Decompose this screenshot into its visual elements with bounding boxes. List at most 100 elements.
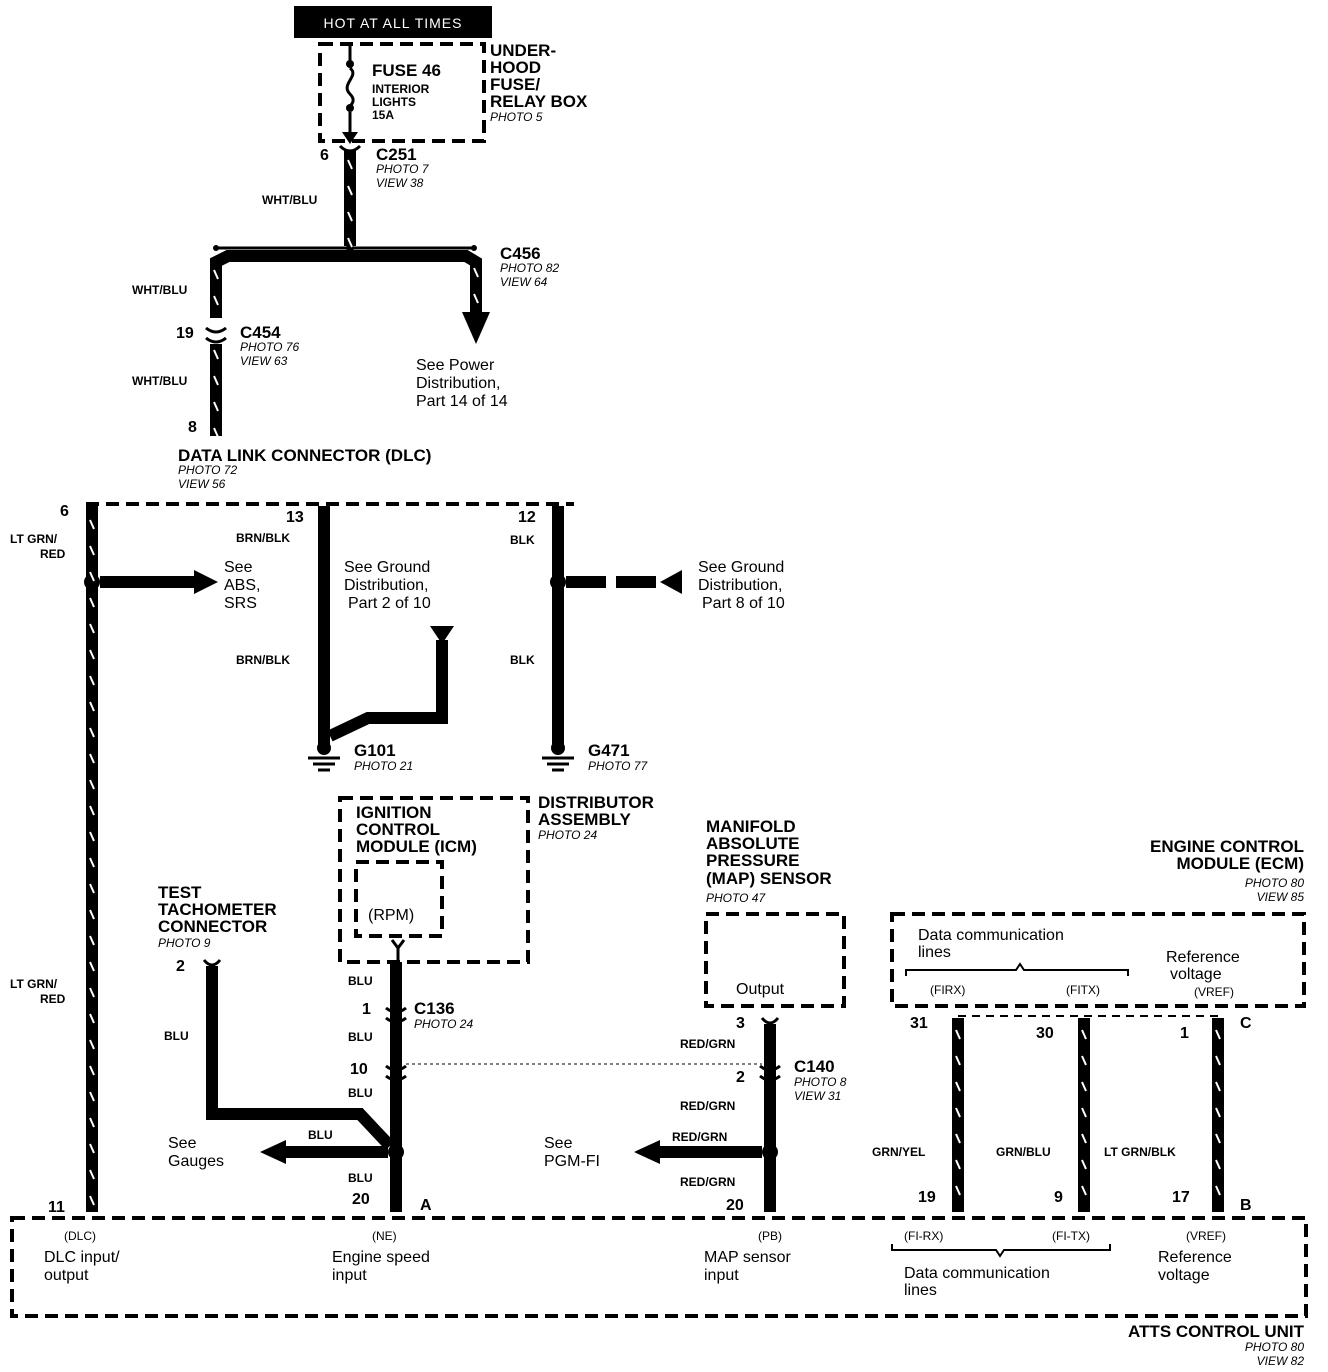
wire-stripe [955, 1133, 961, 1144]
icm-label-3: MODULE (ICM) [356, 837, 477, 856]
dlc-label: DATA LINK CONNECTOR (DLC) [178, 446, 431, 465]
fuse-46-terminal-top [346, 60, 354, 68]
atts-firx-code: (FI-RX) [904, 1229, 943, 1243]
atts-pin-a: A [420, 1197, 432, 1214]
wire-stripe [89, 1117, 95, 1128]
ecm-fitx: (FITX) [1066, 983, 1100, 997]
gnd-ref8-line1: See Ground [698, 559, 784, 576]
wire-stripe [347, 211, 353, 222]
icm-label-1: IGNITION [356, 803, 432, 822]
atts-ne-desc-2: input [332, 1267, 367, 1284]
c140-photo: PHOTO 8 [794, 1075, 847, 1089]
wire-stripe [1215, 1107, 1221, 1118]
dlc-photo: PHOTO 72 [178, 463, 237, 477]
fusebox-name-4: RELAY BOX [490, 92, 588, 111]
wire-stripe [89, 519, 95, 530]
atts-ne-desc-1: Engine speed [332, 1249, 430, 1266]
splice-dot-left [213, 245, 219, 251]
fuse-46-element-icon [345, 66, 355, 108]
wire-stripe [347, 237, 353, 248]
wire-stripe [89, 597, 95, 608]
fusebox-name-3: FUSE/ [490, 75, 540, 94]
g471-ground-icon [542, 756, 574, 772]
atts-fitx-code: (FI-TX) [1052, 1229, 1090, 1243]
wire-stripe [1215, 1081, 1221, 1092]
atts-dlc-desc-1: DLC input/ [44, 1249, 120, 1266]
wire-stripe [89, 1065, 95, 1076]
wht-blu-label-lower: WHT/BLU [132, 374, 187, 388]
c456-label: C456 [500, 244, 541, 263]
grn-yel-label: GRN/YEL [872, 1145, 925, 1159]
wire-stripe [89, 1169, 95, 1180]
atts-pin-19: 19 [918, 1189, 936, 1206]
underhood-fuse-box-outline [318, 42, 486, 143]
atts-pin-20a: 20 [352, 1191, 370, 1208]
atts-dcl-brace [891, 1244, 1111, 1258]
fusebox-photo: PHOTO 5 [490, 110, 543, 124]
blk-label-lower: BLK [510, 653, 535, 667]
blu-label-gauges: BLU [308, 1128, 333, 1142]
ecm-pin-31: 31 [910, 1015, 928, 1032]
icm-output-terminal-icon [390, 939, 406, 962]
wire-stripe [955, 1159, 961, 1170]
dlc-view: VIEW 56 [178, 477, 226, 491]
g471-splice-dot [550, 574, 566, 590]
c136-pin-10: 10 [350, 1061, 368, 1078]
g471-ground-terminal [551, 741, 565, 755]
tach-pin: 2 [176, 958, 185, 975]
atts-pin-9: 9 [1054, 1189, 1063, 1206]
blk-label-upper: BLK [510, 533, 535, 547]
ecm-vref: (VREF) [1194, 985, 1234, 999]
c454-photo: PHOTO 76 [240, 340, 299, 354]
atts-pb-code: (PB) [758, 1229, 782, 1243]
atts-dlc-code: (DLC) [64, 1229, 96, 1243]
pgm-ref-line2: PGM-FI [544, 1153, 600, 1170]
g101-ground-icon [308, 756, 340, 772]
wire-stripe [89, 623, 95, 634]
c140-label: C140 [794, 1057, 835, 1076]
c454-pin: 19 [176, 325, 194, 342]
g471-ground-arrow-icon [660, 570, 682, 594]
atts-pin-11: 11 [48, 1199, 65, 1216]
c454-view: VIEW 63 [240, 354, 288, 368]
abs-splice-dot [84, 574, 100, 590]
dlc-pin-6: 6 [60, 503, 69, 520]
hot-at-all-times-label: HOT AT ALL TIMES [324, 15, 463, 31]
gauges-ref-line1: See [168, 1135, 197, 1152]
tach-label-2: TACHOMETER [158, 900, 277, 919]
fuse-46-sub2: LIGHTS [372, 95, 416, 109]
atts-map-desc-2: input [704, 1267, 739, 1284]
atts-ne-code: (NE) [372, 1229, 397, 1243]
ecm-outline [890, 912, 1306, 1008]
blu-label-tach: BLU [164, 1029, 189, 1043]
wire-stripe [213, 269, 219, 280]
g471-label: G471 [588, 741, 630, 760]
wire-stripe [89, 1195, 95, 1206]
atts-pin-17: 17 [1172, 1189, 1190, 1206]
wht-blu-left-branch [210, 250, 482, 318]
pgm-ref-line1: See [544, 1135, 573, 1152]
gnd-ref8-line3: Part 8 of 10 [702, 595, 785, 612]
gnd-ref8-line2: Distribution, [698, 577, 782, 594]
wire-stripe [89, 909, 95, 920]
wire-stripe [89, 701, 95, 712]
g101-ground-branch-wire [327, 640, 448, 742]
fuse-46-label: FUSE 46 [372, 61, 441, 80]
wire-stripe [955, 1055, 961, 1066]
c456-photo: PHOTO 82 [500, 261, 559, 275]
wire-stripe [213, 375, 219, 386]
fusebox-name-2: HOOD [490, 58, 541, 77]
wire-stripe [955, 1081, 961, 1092]
g101-label: G101 [354, 741, 396, 760]
wht-blu-label-main: WHT/BLU [262, 193, 317, 207]
wire-stripe [89, 779, 95, 790]
dlc-pin-12: 12 [518, 509, 536, 526]
blu-label-lower-1: BLU [348, 1086, 373, 1100]
gnd-ref2-line3: Part 2 of 10 [348, 595, 431, 612]
map-label-3: PRESSURE [706, 851, 800, 870]
wire-stripe [213, 401, 219, 412]
atts-vref-code: (VREF) [1186, 1229, 1226, 1243]
c454-connector-icon [205, 326, 227, 344]
wire-stripe [89, 987, 95, 998]
